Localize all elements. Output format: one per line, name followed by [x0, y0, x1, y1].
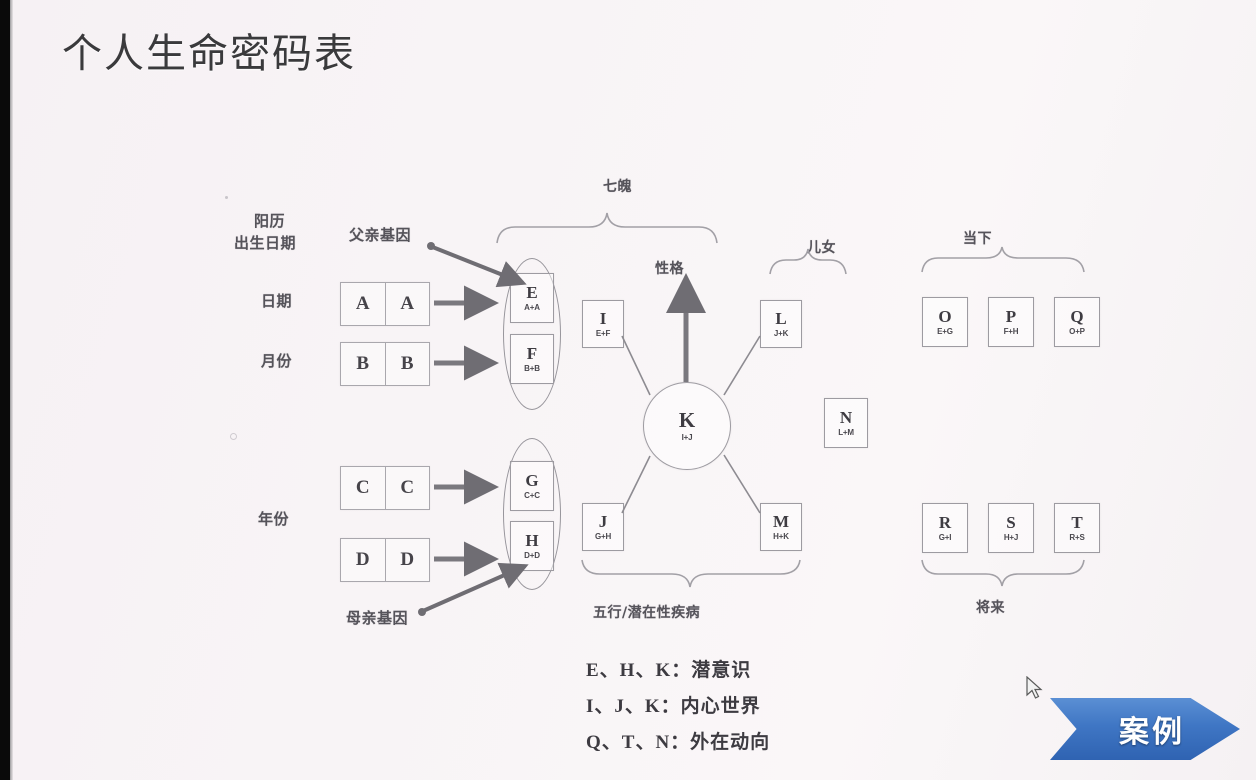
node-K: K I+J [643, 382, 731, 470]
presentation-slide: 个人生命密码表 阳历 出生日期 父亲基因 日期 月份 年份 母亲基因 七魄 性格… [10, 0, 1256, 780]
node-formula: F+H [1003, 327, 1019, 336]
label-seven-po: 七魄 [603, 179, 632, 195]
node-letter: R [938, 513, 952, 532]
label-children: 儿女 [807, 240, 836, 256]
node-J: J G+H [582, 503, 624, 551]
node-formula: D+D [524, 551, 540, 560]
node-L: L J+K [760, 300, 802, 348]
node-O: O E+G [922, 297, 968, 347]
label-future: 将来 [976, 600, 1005, 616]
node-formula: C+C [524, 491, 540, 500]
node-formula: J+K [773, 329, 789, 338]
node-formula: B+B [524, 364, 540, 373]
node-formula: A+A [524, 303, 540, 312]
pair-cell: B [356, 353, 370, 374]
label-solar-calendar: 阳历 [254, 212, 286, 230]
node-letter: L [775, 309, 787, 328]
node-letter: K [678, 408, 696, 432]
node-letter: H [525, 531, 539, 550]
node-letter: E [526, 283, 538, 302]
node-H: H D+D [510, 521, 554, 571]
node-letter: S [1006, 513, 1016, 532]
pair-cell: D [384, 539, 430, 581]
label-five-elements: 五行/潜在性疾病 [593, 605, 701, 621]
legend-line-3: Q、T、N：外在动向 [586, 732, 771, 753]
node-F: F B+B [510, 334, 554, 384]
node-formula: G+I [938, 533, 952, 542]
node-T: T R+S [1054, 503, 1100, 553]
node-formula: H+J [1003, 533, 1019, 542]
node-M: M H+K [760, 503, 802, 551]
node-formula: O+P [1069, 327, 1085, 336]
node-formula: G+H [594, 532, 612, 541]
pair-box-day: A A [340, 282, 430, 326]
node-formula: E+F [595, 329, 611, 338]
node-S: S H+J [988, 503, 1034, 553]
label-month: 月份 [261, 352, 293, 370]
node-R: R G+I [922, 503, 968, 553]
pair-box-year-2: D D [340, 538, 430, 582]
node-I: I E+F [582, 300, 624, 348]
pair-cell: A [384, 283, 430, 325]
node-letter: Q [1070, 307, 1084, 326]
node-letter: I [599, 309, 607, 328]
node-letter: J [598, 512, 608, 531]
label-birth-date: 出生日期 [234, 234, 297, 252]
label-year: 年份 [258, 510, 290, 528]
node-formula: I+J [681, 433, 693, 442]
node-letter: T [1071, 513, 1083, 532]
node-letter: N [839, 408, 853, 427]
speckle-dot [225, 196, 228, 199]
node-formula: L+M [838, 428, 854, 437]
pair-cell: A [355, 293, 370, 314]
speckle-dot [230, 433, 237, 440]
legend-line-1: E、H、K：潜意识 [586, 660, 752, 681]
case-banner-button[interactable]: 案例 [1050, 698, 1240, 760]
pair-cell: C [355, 477, 370, 498]
label-mother-gene: 母亲基因 [346, 609, 409, 627]
node-N: N L+M [824, 398, 868, 448]
node-E: E A+A [510, 273, 554, 323]
node-formula: R+S [1069, 533, 1085, 542]
label-day: 日期 [261, 292, 293, 310]
pair-cell: B [384, 343, 430, 385]
node-letter: M [772, 512, 790, 531]
label-present: 当下 [963, 231, 992, 247]
pair-box-year-1: C C [340, 466, 430, 510]
node-formula: E+G [937, 327, 953, 336]
oval-father-gene-group [503, 258, 561, 410]
mouse-cursor [1026, 676, 1043, 699]
node-letter: P [1005, 307, 1017, 326]
page-title: 个人生命密码表 [62, 31, 356, 77]
label-personality: 性格 [655, 261, 684, 277]
node-letter: O [938, 307, 952, 326]
node-formula: H+K [773, 532, 789, 541]
node-Q: Q O+P [1054, 297, 1100, 347]
oval-mother-gene-group [503, 438, 561, 590]
legend-line-2: I、J、K：内心世界 [586, 696, 761, 717]
pair-box-month: B B [340, 342, 430, 386]
pair-cell: D [355, 549, 370, 570]
label-father-gene: 父亲基因 [349, 226, 412, 244]
node-letter: F [526, 344, 538, 363]
node-P: P F+H [988, 297, 1034, 347]
case-banner-label: 案例 [1119, 715, 1185, 750]
node-letter: G [525, 471, 539, 490]
pair-cell: C [384, 467, 430, 509]
node-G: G C+C [510, 461, 554, 511]
